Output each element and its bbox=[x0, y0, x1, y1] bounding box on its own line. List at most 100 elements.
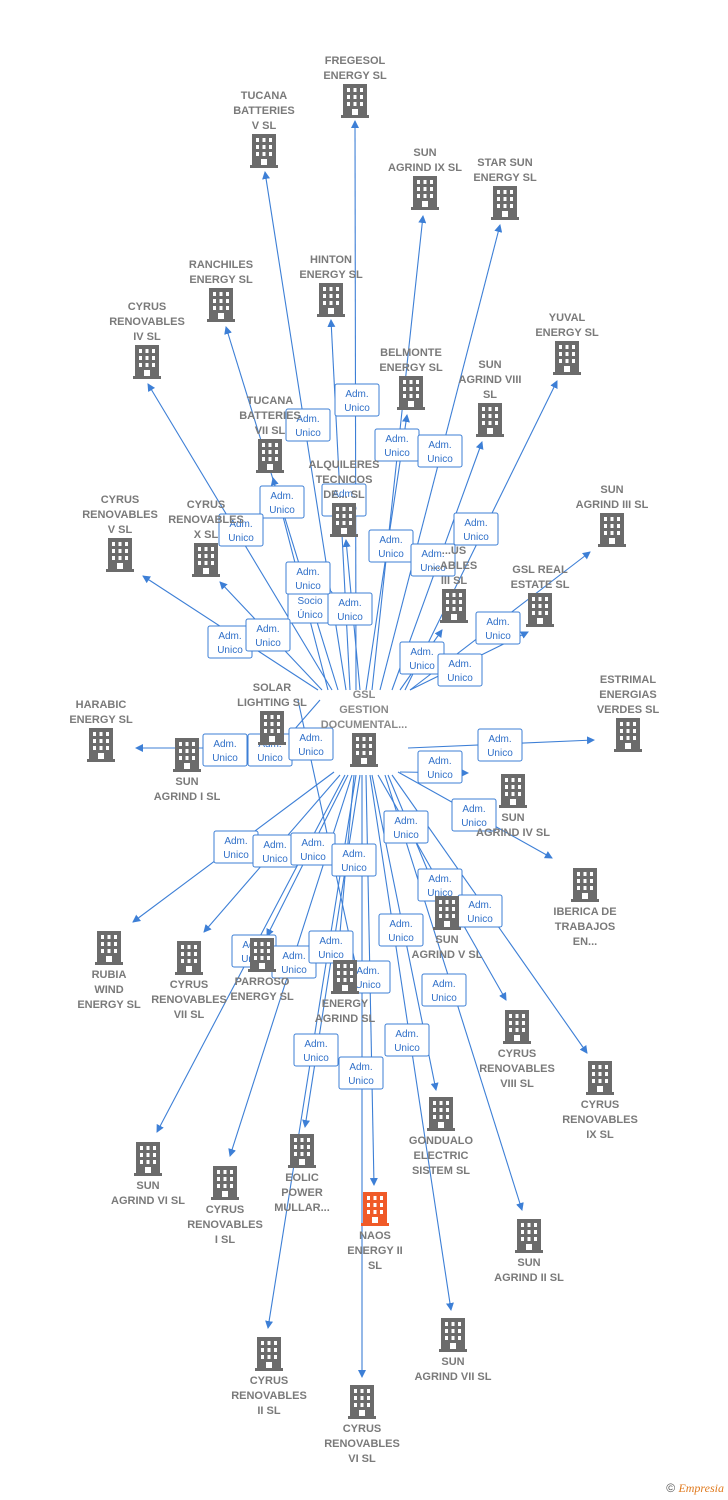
role-badge[interactable]: Adm.Unico bbox=[308, 930, 354, 964]
company-node-iberica[interactable]: IBERICA DETRABAJOSEN... bbox=[553, 868, 617, 948]
role-badge-text: Unico bbox=[487, 748, 513, 759]
role-badge[interactable]: Adm.Unico bbox=[410, 543, 456, 577]
building-icon bbox=[614, 718, 642, 752]
company-label: POWER bbox=[281, 1187, 323, 1199]
role-badge[interactable]: Adm.Unico bbox=[338, 1056, 384, 1090]
role-badge[interactable]: Adm.Unico bbox=[421, 973, 467, 1007]
company-label: RENOVABLES bbox=[151, 994, 227, 1006]
role-badge-text: Unico bbox=[223, 850, 249, 861]
company-label: SUN bbox=[441, 1356, 464, 1368]
company-label: ENERGY II bbox=[347, 1245, 402, 1257]
role-badge[interactable]: Adm.Unico bbox=[399, 641, 445, 675]
role-badge[interactable]: Adm.Unico bbox=[334, 383, 380, 417]
role-badge[interactable]: Adm.Unico bbox=[293, 1033, 339, 1067]
role-badge[interactable]: Adm.Unico bbox=[288, 727, 334, 761]
role-badge[interactable]: Adm.Unico bbox=[252, 834, 298, 868]
role-badge[interactable]: Adm.Unico bbox=[477, 728, 523, 762]
company-label: VII SL bbox=[174, 1009, 205, 1021]
role-badge[interactable]: Adm.Unico bbox=[290, 832, 336, 866]
company-label: SUN bbox=[175, 776, 198, 788]
role-badge[interactable]: Adm.Unico bbox=[417, 434, 463, 468]
role-badge[interactable]: Adm.Unico bbox=[285, 561, 331, 595]
role-badge[interactable]: Adm.Unico bbox=[368, 529, 414, 563]
role-badge-text: Adm. bbox=[338, 598, 361, 609]
role-badge[interactable]: Adm.Unico bbox=[437, 653, 483, 687]
role-badge[interactable]: Adm.Unico bbox=[285, 408, 331, 442]
role-badge-text: Socio bbox=[297, 596, 322, 607]
company-node-cyrus7[interactable]: CYRUS RENOVABLES VII SL bbox=[151, 941, 227, 1021]
role-badge[interactable]: Adm.Unico bbox=[202, 733, 248, 767]
role-badge[interactable]: Adm.Unico bbox=[218, 513, 264, 547]
company-node-gsl[interactable]: GSLGESTIONDOCUMENTAL... bbox=[321, 689, 408, 767]
company-label: EN... bbox=[573, 936, 597, 948]
role-badge[interactable]: Adm.Unico bbox=[259, 485, 305, 519]
role-badge-text: Adm. bbox=[432, 979, 455, 990]
role-badge-text: Adm. bbox=[486, 617, 509, 628]
brand-name[interactable]: Empresia bbox=[678, 1481, 724, 1495]
company-node-eolic[interactable]: EOLICPOWERMULLAR... bbox=[274, 1134, 330, 1214]
role-badge[interactable]: Adm.Unico bbox=[383, 810, 429, 844]
role-badge[interactable]: Adm.Unico bbox=[453, 512, 499, 546]
role-badge[interactable]: Adm.Unico bbox=[207, 625, 253, 659]
role-badge[interactable]: Adm.Unico bbox=[457, 894, 503, 928]
role-badge[interactable]: Adm.Unico bbox=[331, 843, 377, 877]
company-label: CYRUS bbox=[170, 979, 209, 991]
role-badge-text: Unico bbox=[295, 581, 321, 592]
role-badge[interactable]: Adm.Unico bbox=[384, 1023, 430, 1057]
role-badge-text: Unico bbox=[393, 830, 419, 841]
role-badge[interactable]: Adm.Unico bbox=[213, 830, 259, 864]
role-badge[interactable]: Adm.Unico bbox=[378, 913, 424, 947]
role-badge[interactable]: Adm.Unico bbox=[245, 618, 291, 652]
role-badge[interactable]: Adm.Unico bbox=[327, 592, 373, 626]
role-badge-text: Único bbox=[297, 608, 323, 621]
role-badge[interactable]: Adm.Unico bbox=[475, 611, 521, 645]
company-label: SUN bbox=[413, 147, 436, 159]
copyright-symbol: © bbox=[666, 1481, 676, 1495]
company-label: ENERGY SL bbox=[230, 991, 294, 1003]
role-badge-text: Unico bbox=[427, 770, 453, 781]
building-icon bbox=[330, 503, 358, 537]
role-badge[interactable]: Adm.Unico bbox=[374, 428, 420, 462]
role-badge[interactable]: Adm.Unico bbox=[417, 750, 463, 784]
role-badge-text: Adm. bbox=[428, 874, 451, 885]
role-badge[interactable]: Adm.Unico bbox=[451, 798, 497, 832]
company-label: VII SL bbox=[255, 425, 286, 437]
